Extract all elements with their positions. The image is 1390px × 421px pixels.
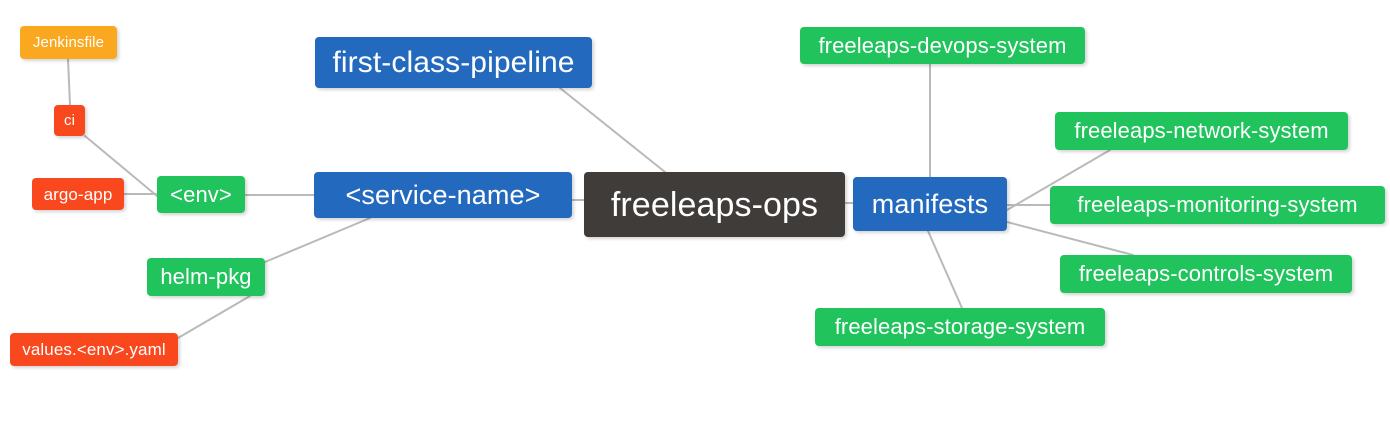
- node-freeleaps-network-system[interactable]: freeleaps-network-system: [1055, 112, 1348, 150]
- node-label-freeleaps-storage-system: freeleaps-storage-system: [834, 314, 1086, 339]
- edge-manifests-to-freeleaps-storage-system: [927, 230, 963, 309]
- node-label-service-name: <service-name>: [345, 179, 541, 210]
- node-label-freeleaps-monitoring-system: freeleaps-monitoring-system: [1077, 192, 1358, 217]
- edge-ci-to-env: [84, 135, 158, 197]
- node-label-env: <env>: [170, 181, 232, 207]
- node-label-ci: ci: [63, 112, 76, 129]
- node-label-freeleaps-network-system: freeleaps-network-system: [1074, 118, 1329, 143]
- edge-first-class-pipeline-to-freeleaps-ops: [559, 87, 666, 173]
- node-label-helm-pkg: helm-pkg: [160, 264, 252, 289]
- node-label-freeleaps-ops: freeleaps-ops: [610, 185, 819, 224]
- edge-service-name-to-helm-pkg: [264, 217, 371, 263]
- node-label-freeleaps-devops-system: freeleaps-devops-system: [818, 32, 1067, 58]
- node-freeleaps-controls-system[interactable]: freeleaps-controls-system: [1060, 255, 1352, 293]
- node-label-values-env-yaml: values.<env>.yaml: [22, 340, 166, 359]
- node-first-class-pipeline[interactable]: first-class-pipeline: [315, 37, 592, 88]
- node-freeleaps-monitoring-system[interactable]: freeleaps-monitoring-system: [1050, 186, 1385, 224]
- node-freeleaps-storage-system[interactable]: freeleaps-storage-system: [815, 308, 1105, 346]
- node-helm-pkg[interactable]: helm-pkg: [147, 258, 265, 296]
- node-label-argo-app: argo-app: [43, 184, 113, 204]
- edge-jenkinsfile-to-ci: [67, 58, 71, 106]
- node-label-jenkinsfile: Jenkinsfile: [32, 34, 105, 51]
- node-manifests[interactable]: manifests: [853, 177, 1007, 231]
- edge-helm-pkg-to-values-env-yaml: [177, 295, 251, 339]
- edge-manifests-to-freeleaps-controls-system: [1006, 221, 1134, 256]
- node-env[interactable]: <env>: [157, 176, 245, 213]
- node-label-manifests: manifests: [871, 188, 989, 219]
- node-ci[interactable]: ci: [54, 105, 85, 136]
- node-service-name[interactable]: <service-name>: [314, 172, 572, 218]
- node-label-first-class-pipeline: first-class-pipeline: [332, 45, 575, 79]
- node-label-freeleaps-controls-system: freeleaps-controls-system: [1078, 261, 1334, 286]
- node-values-env-yaml[interactable]: values.<env>.yaml: [10, 333, 178, 366]
- node-argo-app[interactable]: argo-app: [32, 178, 124, 210]
- edge-manifests-to-freeleaps-network-system: [1006, 149, 1111, 211]
- node-jenkinsfile[interactable]: Jenkinsfile: [20, 26, 117, 59]
- node-freeleaps-ops[interactable]: freeleaps-ops: [584, 172, 845, 237]
- node-freeleaps-devops-system[interactable]: freeleaps-devops-system: [800, 27, 1085, 64]
